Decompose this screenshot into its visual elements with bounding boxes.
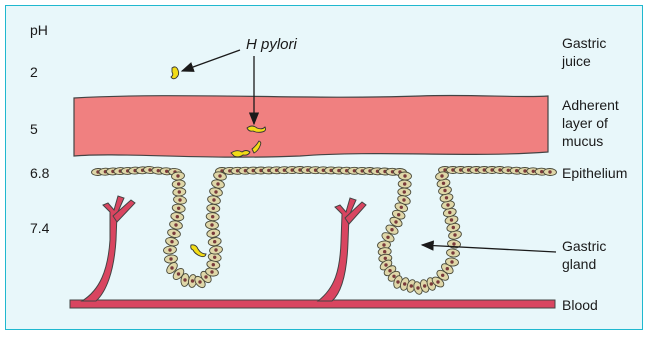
cell-nucleus — [436, 280, 439, 283]
cell-nucleus — [212, 198, 215, 201]
cell-nucleus — [210, 223, 213, 226]
cell-nucleus — [397, 213, 400, 216]
bacterium — [171, 67, 179, 79]
cell-nucleus — [170, 266, 173, 269]
cell-nucleus — [423, 284, 426, 287]
cell-nucleus — [403, 190, 406, 193]
cell-nucleus — [384, 257, 387, 260]
cell-nucleus — [382, 243, 385, 246]
cell-nucleus — [214, 190, 217, 193]
ph-value-juice: 2 — [30, 64, 38, 81]
blood-vessels — [70, 196, 555, 308]
cell-nucleus — [218, 174, 221, 177]
cell-nucleus — [450, 218, 453, 221]
cell-nucleus — [213, 256, 216, 259]
h-pylori-label: H pylori — [246, 36, 297, 53]
cell-nucleus — [446, 267, 449, 270]
mucus-layer — [74, 95, 548, 157]
cell-nucleus — [183, 278, 186, 281]
cell-nucleus — [441, 274, 444, 277]
mucus-label-line2: layer of — [562, 115, 608, 132]
cell-nucleus — [148, 168, 151, 171]
cell-nucleus — [212, 263, 215, 266]
mucus-label-line3: mucus — [562, 133, 603, 150]
cell-nucleus — [403, 182, 406, 185]
cell-nucleus — [198, 280, 201, 283]
cell-nucleus — [443, 189, 446, 192]
cell-nucleus — [177, 182, 180, 185]
cell-nucleus — [507, 169, 510, 172]
cell-nucleus — [383, 250, 386, 253]
cell-nucleus — [445, 196, 448, 199]
cell-nucleus — [515, 169, 518, 172]
cell-nucleus — [453, 233, 456, 236]
cell-nucleus — [216, 182, 219, 185]
cell-nucleus — [176, 174, 179, 177]
bacterium — [191, 245, 206, 257]
cell-nucleus — [392, 275, 395, 278]
cell-nucleus — [214, 248, 217, 251]
gastric-gland-label-line1: Gastric — [562, 238, 606, 255]
blood-label: Blood — [562, 297, 598, 314]
cell-nucleus — [410, 284, 413, 287]
cell-nucleus — [211, 215, 214, 218]
cell-nucleus — [450, 260, 453, 263]
cell-nucleus — [402, 198, 405, 201]
cell-nucleus — [169, 257, 172, 260]
cell-nucleus — [384, 263, 387, 266]
gland-arrow — [422, 245, 556, 252]
cell-nucleus — [390, 228, 393, 231]
cell-nucleus — [386, 236, 389, 239]
cell-nucleus — [416, 286, 419, 289]
cell-nucleus — [403, 174, 406, 177]
cell-nucleus — [403, 282, 406, 285]
cell-nucleus — [442, 182, 445, 185]
cell-nucleus — [548, 170, 551, 173]
cell-nucleus — [540, 170, 543, 173]
cell-nucleus — [523, 169, 526, 172]
cell-nucleus — [178, 198, 181, 201]
cell-nucleus — [452, 242, 455, 245]
cell-nucleus — [451, 251, 454, 254]
ph-header: pH — [30, 22, 48, 39]
cell-nucleus — [452, 226, 455, 229]
cell-nucleus — [394, 220, 397, 223]
ph-value-mucus: 5 — [30, 121, 38, 138]
cell-nucleus — [170, 240, 173, 243]
pylori-arrow-juice — [182, 50, 240, 71]
cell-nucleus — [446, 203, 449, 206]
cell-nucleus — [165, 170, 168, 173]
cell-nucleus — [396, 280, 399, 283]
cell-nucleus — [212, 207, 215, 210]
cell-nucleus — [448, 211, 451, 214]
cell-nucleus — [213, 240, 216, 243]
mucus-label-line1: Adherent — [562, 97, 619, 114]
cell-nucleus — [532, 170, 535, 173]
cell-nucleus — [172, 232, 175, 235]
cell-nucleus — [498, 168, 501, 171]
epithelium — [91, 166, 556, 295]
cell-nucleus — [210, 270, 213, 273]
gastric-juice-label-line2: juice — [562, 53, 591, 70]
cell-nucleus — [168, 248, 171, 251]
cell-nucleus — [388, 269, 391, 272]
cell-nucleus — [400, 206, 403, 209]
cell-nucleus — [177, 272, 180, 275]
gastric-juice-label-line1: Gastric — [562, 35, 606, 52]
cell-nucleus — [440, 174, 443, 177]
cell-nucleus — [204, 275, 207, 278]
cell-nucleus — [430, 282, 433, 285]
epithelium-label: Epithelium — [562, 165, 627, 182]
ph-value-blood-side: 7.4 — [30, 220, 49, 237]
cell-nucleus — [212, 232, 215, 235]
cell-nucleus — [174, 223, 177, 226]
ph-value-epithelium: 6.8 — [30, 165, 49, 182]
cell-nucleus — [157, 169, 160, 172]
cell-nucleus — [178, 190, 181, 193]
gastric-gland-label-line2: gland — [562, 256, 596, 273]
cell-nucleus — [176, 215, 179, 218]
cell-nucleus — [177, 207, 180, 210]
cell-nucleus — [191, 279, 194, 282]
